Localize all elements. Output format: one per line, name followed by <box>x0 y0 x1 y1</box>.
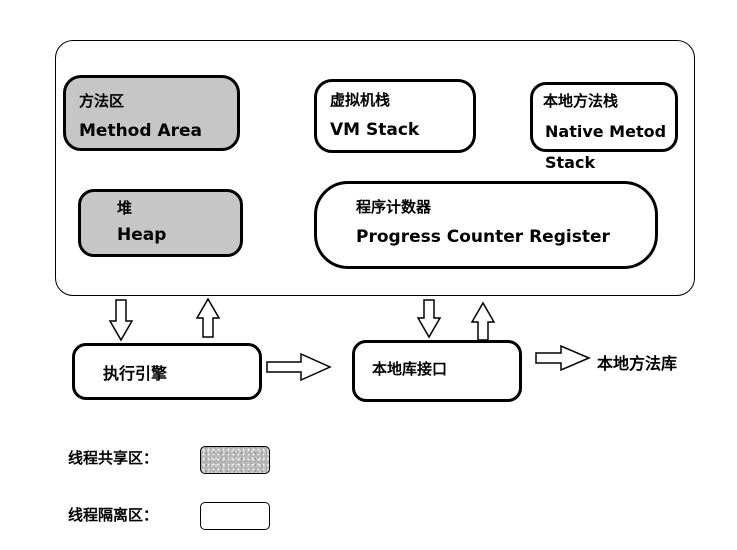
legend-shared-label: 线程共享区： <box>68 449 159 467</box>
native-method-stack-label-zh: 本地方法栈 <box>543 92 619 110</box>
native-method-stack-label-en-1: Native Metod <box>545 122 667 141</box>
heap-box <box>78 189 243 257</box>
arrow-down-to-engine <box>108 299 134 342</box>
pc-register-label-zh: 程序计数器 <box>356 198 432 216</box>
heap-label-en: Heap <box>117 225 167 245</box>
method-area-box <box>63 75 240 151</box>
arrow-up-from-engine <box>195 297 221 338</box>
pc-register-label-en: Progress Counter Register <box>356 227 610 247</box>
arrow-up-from-interface <box>470 301 496 341</box>
vm-stack-label-zh: 虚拟机栈 <box>330 91 391 109</box>
arrow-right-interface-to-library <box>535 344 591 372</box>
native-method-stack-box <box>530 82 678 152</box>
execution-engine-label: 执行引擎 <box>103 364 168 383</box>
native-method-stack-label-en-2: Stack <box>545 153 596 172</box>
vm-stack-label-en: VM Stack <box>330 120 420 140</box>
method-area-label-en: Method Area <box>79 121 202 141</box>
vm-stack-box <box>314 79 476 153</box>
arrow-right-engine-to-interface <box>266 352 332 382</box>
execution-engine-box <box>72 343 262 400</box>
native-interface-box <box>352 340 522 402</box>
legend-isolated-swatch <box>200 502 270 530</box>
arrow-down-to-interface <box>416 299 442 339</box>
native-library-label: 本地方法库 <box>597 354 678 373</box>
method-area-label-zh: 方法区 <box>79 92 125 110</box>
native-interface-label: 本地库接口 <box>372 360 448 378</box>
legend-isolated-label: 线程隔离区： <box>68 506 159 524</box>
legend-shared-swatch <box>200 446 270 474</box>
heap-label-zh: 堆 <box>117 199 133 217</box>
pc-register-box <box>314 181 658 269</box>
